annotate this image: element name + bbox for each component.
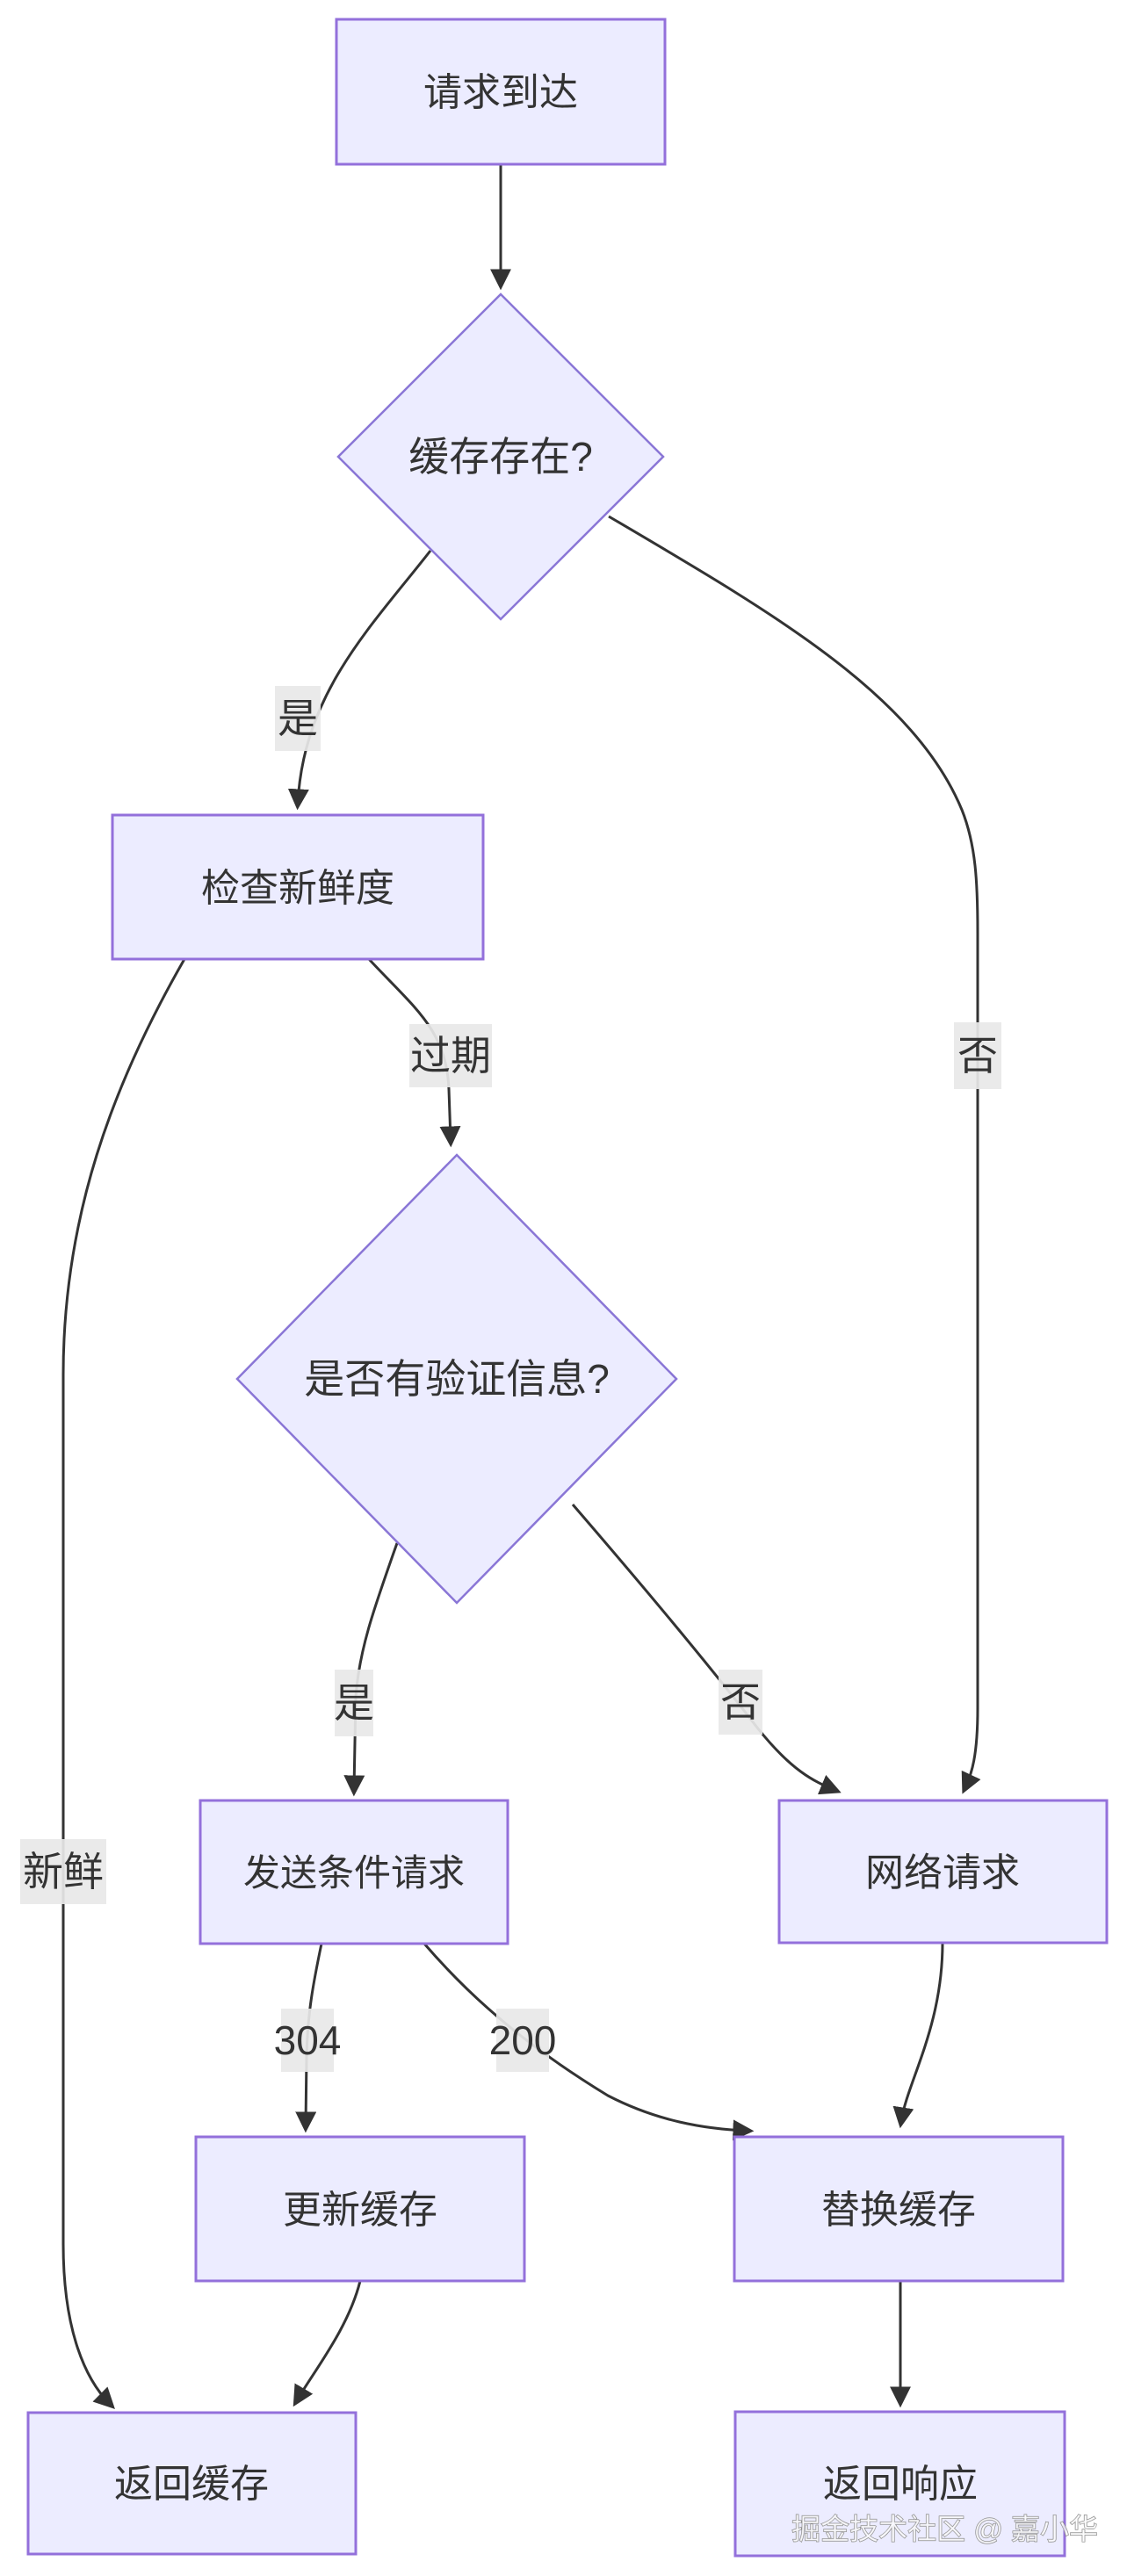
edge-label-fresh-text: 新鲜 [23,1849,104,1894]
node-network-request: 网络请求 [777,1799,1109,1945]
edge-label-yes2-bg [335,1670,373,1736]
node-update-cache-box [194,2135,526,2283]
edge-label-no1-text: 否 [957,1033,998,1079]
node-cache-exists-label: 缓存存在? [408,434,593,480]
node-return-response-label: 返回响应 [823,2463,978,2506]
edge-label-304: 304 [274,2009,342,2072]
edge-label-expired-bg [409,1024,492,1087]
edge-label-layer: 是 否 过期 新鲜 是 否 304 200 [20,686,1001,2072]
edge-label-expired: 过期 [409,1024,492,1087]
edge-label-yes1-text: 是 [278,696,318,741]
edge-label-200-bg [496,2009,549,2072]
node-cache-exists-shape [336,292,665,621]
node-replace-cache-box [733,2135,1065,2283]
edge-hasvalidation-no-to-networkrequest [571,1504,842,1795]
edge-checkfreshness-fresh-to-returncache [61,958,186,2409]
node-has-validation-shape [235,1153,678,1605]
node-request-arrive-label: 请求到达 [423,71,578,114]
edge-label-no2-text: 否 [720,1679,761,1725]
edge-label-no2-bg [719,1670,762,1735]
edge-sendconditional-200-to-replacecache [423,1943,755,2141]
edge-label-yes1: 是 [275,686,321,751]
node-check-freshness: 检查新鲜度 [111,813,485,961]
node-request-arrive: 请求到达 [335,18,667,166]
edge-label-expired-text: 过期 [410,1033,491,1079]
node-network-request-box [777,1799,1109,1945]
edge-hasvalidation-yes-to-sendconditional [343,1542,399,1797]
edge-label-no2: 否 [719,1670,762,1735]
node-send-conditional: 发送条件请求 [199,1799,509,1945]
edge-label-fresh: 新鲜 [20,1839,106,1904]
edge-label-304-bg [281,2009,334,2072]
node-layer: 请求到达 缓存存在? 检查新鲜度 是否有验证信息? 发送条件请求 网络请求 更新… [26,18,1109,2558]
node-check-freshness-label: 检查新鲜度 [201,867,394,910]
edge-label-yes1-bg [275,686,321,751]
edge-label-304-text: 304 [274,2017,342,2063]
node-has-validation: 是否有验证信息? [235,1153,678,1605]
edge-label-no1-bg [954,1022,1001,1089]
node-check-freshness-box [111,813,485,961]
edge-label-200-text: 200 [489,2017,557,2063]
node-has-validation-label: 是否有验证信息? [304,1356,610,1402]
edge-label-fresh-bg [20,1839,106,1904]
edge-cacheexists-no-to-networkrequest [608,515,981,1794]
node-send-conditional-label: 发送条件请求 [243,1852,465,1894]
watermark-text: 掘金技术社区 @ 嘉小华 [791,2513,1098,2545]
node-replace-cache: 替换缓存 [733,2135,1065,2283]
node-update-cache: 更新缓存 [194,2135,526,2283]
node-return-cache-label: 返回缓存 [114,2463,269,2506]
edge-networkrequest-to-replacecache [892,1942,944,2129]
node-cache-exists: 缓存存在? [336,292,665,621]
edge-label-yes2-text: 是 [334,1680,374,1726]
edge-label-yes2: 是 [334,1670,374,1736]
edge-label-200: 200 [489,2009,557,2072]
node-return-cache-box [26,2411,358,2556]
node-return-cache: 返回缓存 [26,2411,358,2556]
node-return-response: 返回响应 [733,2410,1066,2558]
edge-label-no1: 否 [954,1022,1001,1089]
node-network-request-label: 网络请求 [865,1851,1020,1894]
node-update-cache-label: 更新缓存 [283,2189,437,2232]
edge-updatecache-to-returncache [293,2280,362,2407]
node-request-arrive-box [335,18,667,166]
node-return-response-box [733,2410,1066,2558]
node-send-conditional-box [199,1799,509,1945]
edge-cacheexists-yes-to-checkfreshness [287,550,432,811]
node-replace-cache-label: 替换缓存 [821,2189,976,2232]
